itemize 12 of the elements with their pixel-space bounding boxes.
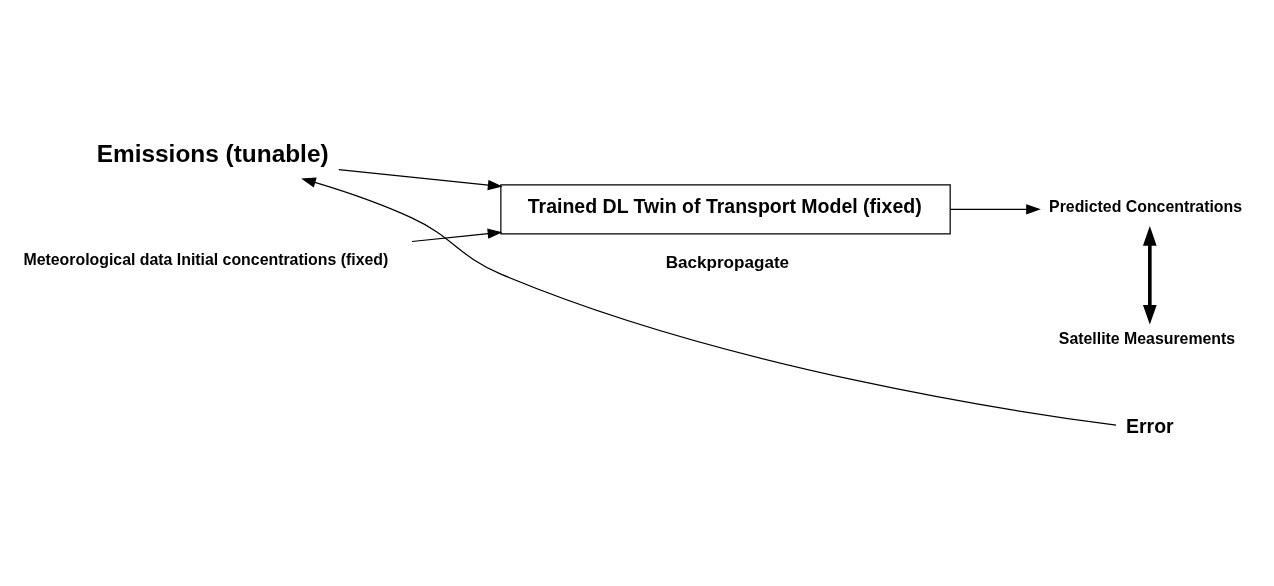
node-text: Error [1126, 414, 1174, 437]
arrow [301, 177, 1117, 426]
edge-label: Backpropagate [665, 253, 790, 273]
arrow [1142, 226, 1157, 325]
arrow [411, 228, 503, 243]
arrow [338, 169, 503, 191]
node-text: Predicted Concentrations [1049, 198, 1243, 216]
arrow [949, 204, 1041, 215]
node-box: Trained DL Twin of Transport Model (fixed) [500, 184, 951, 235]
node-text: Meteorological data Initial concentrations (fixed) [23, 250, 389, 268]
node-text: Emissions (tunable) [96, 139, 329, 167]
node-text: Satellite Measurements [1058, 330, 1236, 348]
